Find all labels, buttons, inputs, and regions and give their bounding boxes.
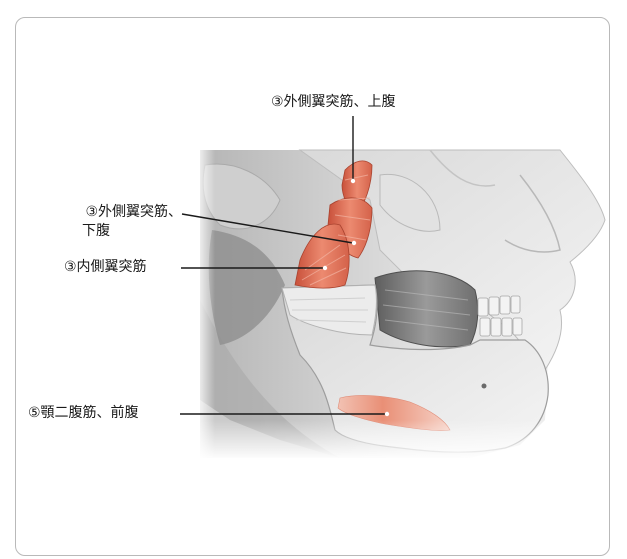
label-digastric-anterior: ⑤顎二腹筋、前腹 [28,404,139,423]
mental-foramen [482,384,487,389]
label-inferior-line2: 下腹 [64,222,182,241]
label-medial-pterygoid: ③内側翼突筋 [64,258,147,277]
label-lateral-pterygoid-superior: ③外側翼突筋、上腹 [271,93,396,112]
label-lateral-pterygoid-inferior: ③外側翼突筋、 下腹 [64,203,182,241]
label-inferior-line1: ③外側翼突筋、 [85,204,182,220]
buccinator-muscle [375,271,478,347]
